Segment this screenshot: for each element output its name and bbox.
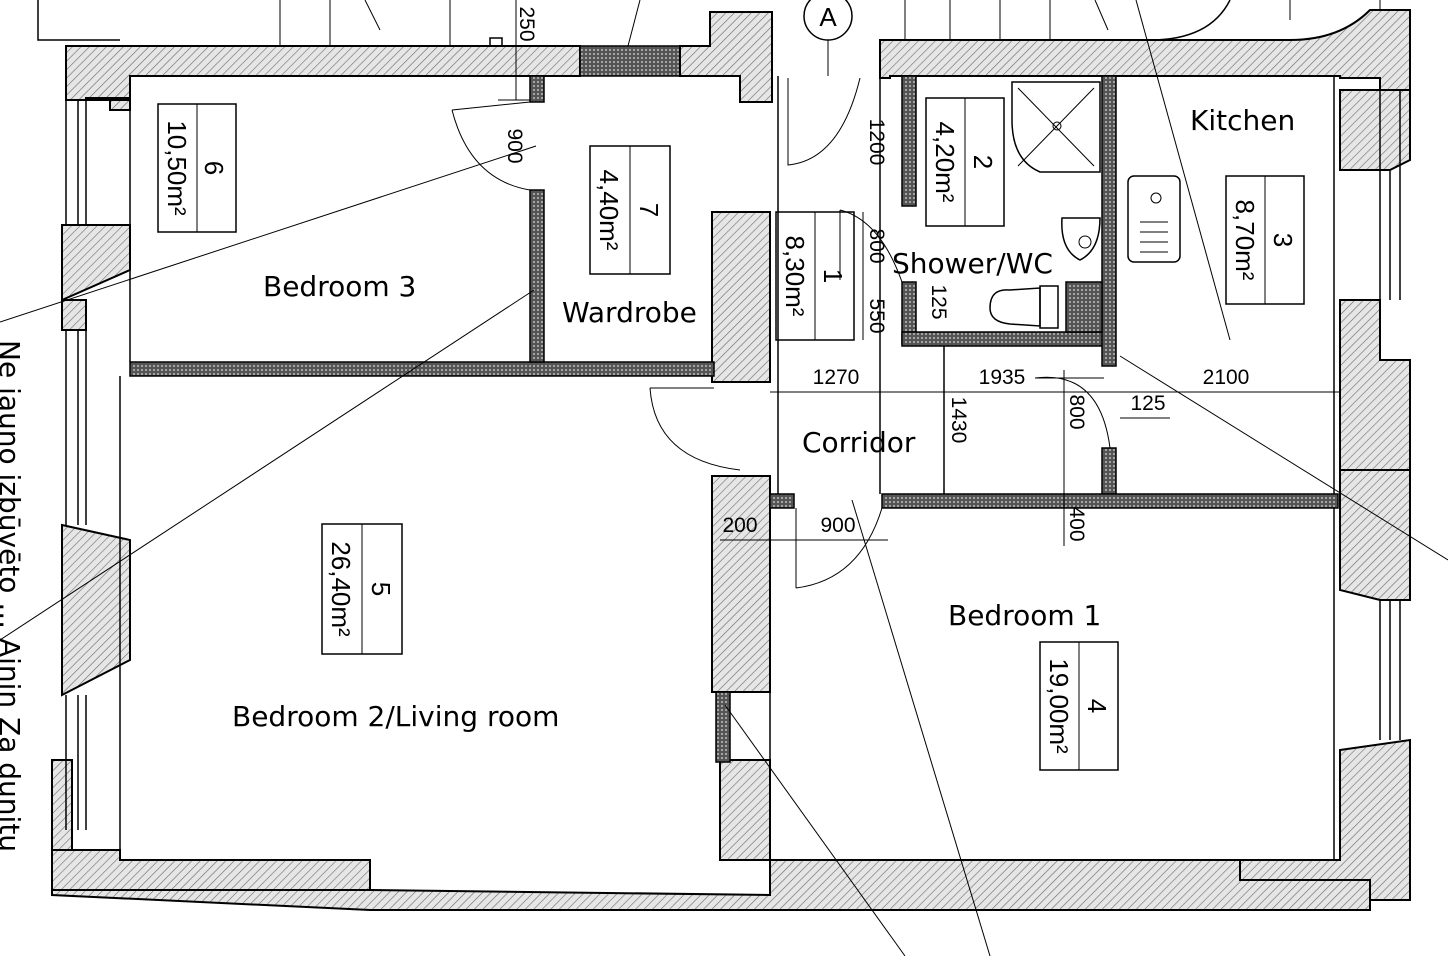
dim-1270: 1270 (813, 366, 860, 389)
dim-125-mid: 125 (1130, 392, 1165, 415)
axis-marker: A (803, 0, 853, 76)
dimension-lines (498, 0, 1340, 546)
dim-1430: 1430 (947, 397, 970, 444)
tag-kitchen-number: 3 (1268, 233, 1298, 247)
tag-bedroom1-number: 4 (1082, 699, 1112, 713)
exterior-walls (51, 9, 1411, 911)
dim-900-top: 900 (503, 128, 526, 163)
left-windows (65, 90, 1401, 830)
dim-900-bottom: 900 (820, 514, 855, 537)
dim-400: 400 (1065, 506, 1088, 541)
tag-entry-area: 8,30m² (780, 236, 810, 317)
tag-shower-number: 2 (968, 155, 998, 169)
dimension-texts: 250 900 1200 800 550 125 1270 1935 2100 … (503, 6, 1249, 541)
interior-walls (129, 75, 1339, 763)
tag-living: 5 26,40m² (321, 523, 403, 655)
tag-living-number: 5 (366, 582, 396, 596)
dim-2100: 2100 (1203, 366, 1250, 389)
dim-550: 550 (865, 298, 888, 333)
dim-1935: 1935 (979, 366, 1026, 389)
label-bedroom3: Bedroom 3 (263, 270, 416, 303)
tag-bedroom3-area: 10,50m² (162, 120, 192, 216)
tag-kitchen: 3 8,70m² (1225, 175, 1305, 305)
tag-wardrobe: 7 4,40m² (589, 145, 671, 275)
axis-marker-label: A (819, 2, 837, 32)
tag-living-area: 26,40m² (326, 541, 356, 637)
label-living: Bedroom 2/Living room (232, 700, 559, 733)
label-kitchen: Kitchen (1190, 104, 1295, 137)
dim-1200: 1200 (865, 119, 888, 166)
tag-entry-number: 1 (818, 269, 848, 283)
tag-bedroom1: 4 19,00m² (1039, 641, 1119, 771)
fixtures (989, 81, 1181, 329)
dim-800-mid: 800 (1065, 394, 1088, 429)
side-text: Ne jauno izbūvēto ... Ainin Za dunitu (0, 340, 26, 852)
tag-bedroom3-number: 6 (199, 161, 229, 175)
tag-bedroom3: 6 10,50m² (157, 103, 237, 233)
tag-kitchen-area: 8,70m² (1230, 200, 1260, 281)
room-tags: 6 10,50m² 7 4,40m² 1 8,30m² 2 4,20m² 3 8… (157, 97, 1305, 771)
tag-wardrobe-number: 7 (634, 203, 664, 217)
doors (451, 77, 1111, 589)
label-corridor: Corridor (802, 426, 916, 459)
label-wardrobe: Wardrobe (562, 296, 697, 329)
room-outlines (119, 76, 1335, 860)
label-bedroom1: Bedroom 1 (948, 599, 1101, 632)
dim-800-top: 800 (865, 228, 888, 263)
tag-shower-area: 4,20m² (930, 122, 960, 203)
dim-125-top: 125 (927, 284, 950, 319)
dim-250: 250 (515, 6, 538, 41)
room-labels: Bedroom 3 Wardrobe Shower/WC Kitchen Cor… (232, 104, 1295, 733)
tag-entry: 1 8,30m² (775, 211, 855, 341)
dim-200: 200 (722, 514, 757, 537)
label-shower: Shower/WC (892, 247, 1053, 280)
tag-shower: 2 4,20m² (925, 97, 1005, 227)
tag-bedroom1-area: 19,00m² (1044, 658, 1074, 754)
tag-wardrobe-area: 4,40m² (594, 170, 624, 251)
